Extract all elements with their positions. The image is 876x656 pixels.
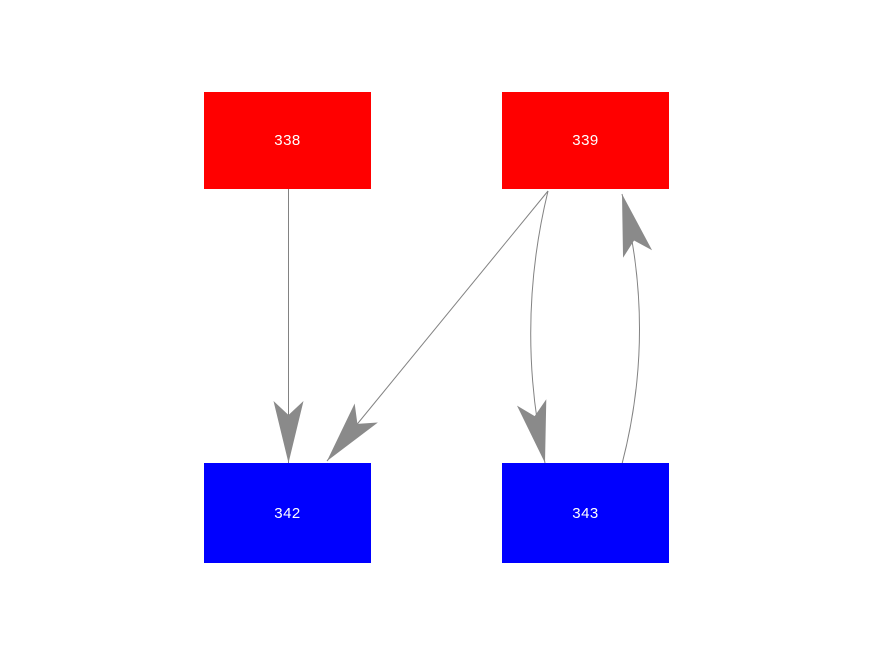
edge-343-to-339 [621,193,653,465]
edge-339-to-343 [517,190,549,464]
node-342-label: 342 [274,504,301,522]
node-343-label: 343 [572,504,599,522]
node-338-label: 338 [274,132,301,149]
node-343: 343 [502,463,669,563]
node-342: 342 [204,463,371,563]
node-339-label: 339 [572,132,599,149]
node-339: 339 [502,92,669,189]
node-338: 338 [204,92,371,189]
edge-339-to-342 [326,190,549,462]
